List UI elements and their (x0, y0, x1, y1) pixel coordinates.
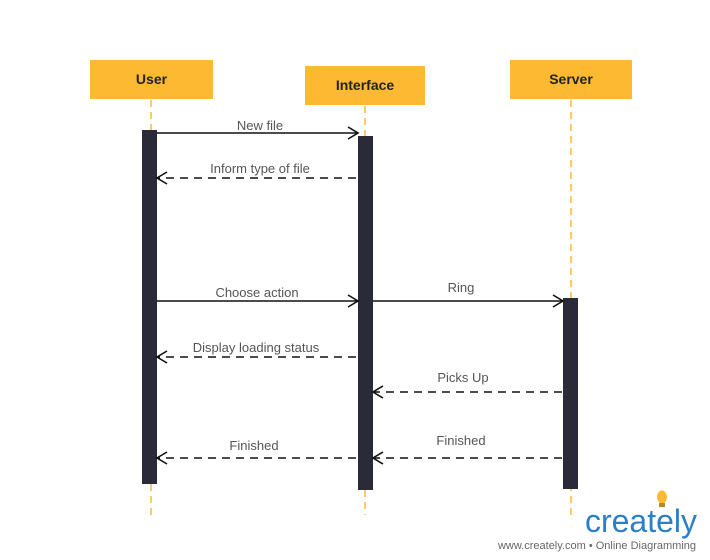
message-new-file: New file (157, 118, 360, 140)
message-label: Inform type of file (210, 161, 310, 176)
message-inform-type-of-file: Inform type of file (155, 161, 356, 185)
message-display-loading-status: Display loading status (155, 340, 356, 364)
message-finished-server-to-interface: Finished (371, 433, 562, 465)
actor-interface: Interface (305, 66, 425, 105)
activation-bar-interface (358, 136, 373, 490)
message-picks-up: Picks Up (371, 370, 562, 399)
message-choose-action: Choose action (157, 285, 360, 308)
actor-user-label: User (136, 71, 168, 87)
actor-server: Server (510, 60, 632, 99)
message-label: Finished (229, 438, 278, 453)
actor-server-label: Server (549, 71, 593, 87)
message-label: New file (237, 118, 283, 133)
logo-tagline: www.creately.com • Online Diagramming (497, 540, 696, 552)
message-label: Finished (436, 433, 485, 448)
message-finished-interface-to-user: Finished (155, 438, 356, 465)
actor-user: User (90, 60, 213, 99)
message-label: Picks Up (437, 370, 488, 385)
actor-server-box (510, 60, 632, 99)
activation-bar-server (563, 298, 578, 489)
actor-interface-box (305, 66, 425, 105)
logo-wordmark: creately (585, 503, 697, 539)
message-label: Display loading status (193, 340, 320, 355)
activation-bar-user (142, 130, 157, 484)
actor-user-box (90, 60, 213, 99)
lightbulb-icon (657, 490, 667, 507)
message-label: Choose action (215, 285, 298, 300)
actor-interface-label: Interface (336, 77, 395, 93)
creately-logo: creately www.creately.com • Online Diagr… (497, 490, 697, 552)
message-ring: Ring (373, 280, 565, 308)
message-label: Ring (448, 280, 475, 295)
